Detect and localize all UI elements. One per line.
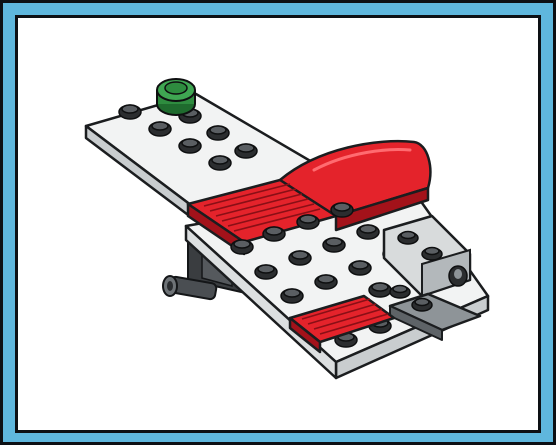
build-step-illustration [18,18,538,430]
stud [149,122,171,136]
green-round-brick [157,79,195,115]
stud [390,286,410,299]
stud [412,299,432,312]
instruction-panel [15,15,541,433]
stud [231,240,253,254]
stud [331,203,353,217]
stud [119,105,141,119]
stud [235,144,257,158]
stud [357,225,379,239]
stud [297,215,319,229]
stud [349,261,371,275]
stud [263,227,285,241]
stud [369,283,391,297]
stud [315,275,337,289]
stud [398,232,418,245]
stud [209,156,231,170]
stud [255,265,277,279]
hinge-knob [449,266,467,286]
stud [289,251,311,265]
stud [281,289,303,303]
stud [422,248,442,261]
stud [323,238,345,252]
stud [207,126,229,140]
stud [179,139,201,153]
